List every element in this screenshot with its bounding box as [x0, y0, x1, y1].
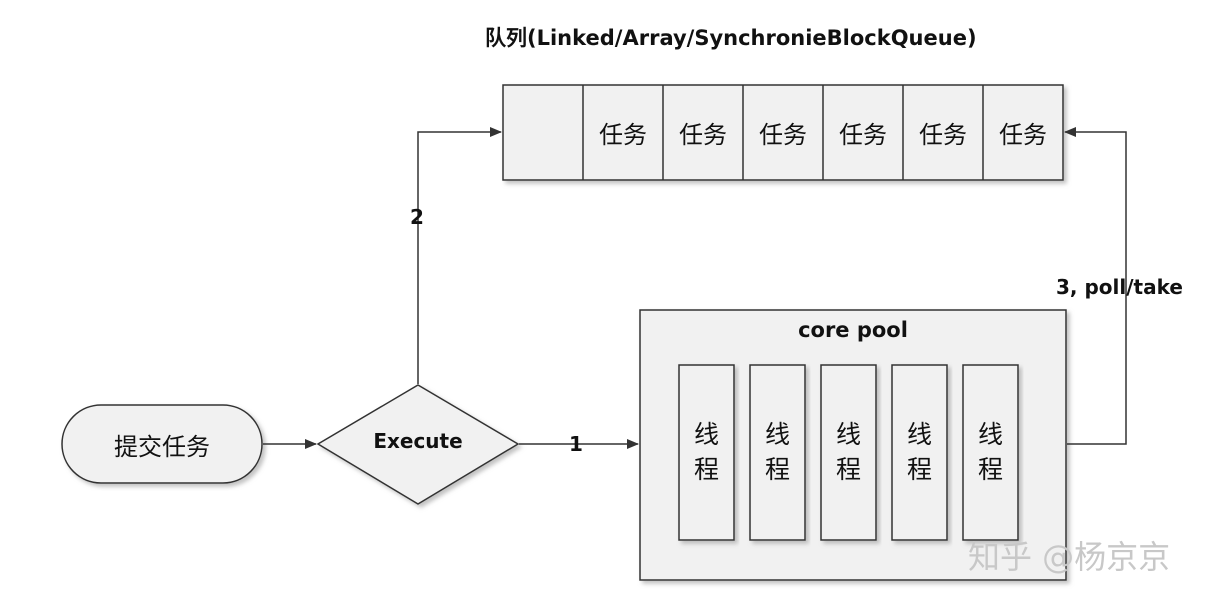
execute-decision-node [316, 384, 520, 505]
core-pool-title: core pool [798, 318, 908, 342]
thread-label: 线 程 [679, 365, 734, 540]
thread-char: 线 [906, 420, 932, 449]
edge-label-2: 2 [410, 205, 424, 229]
thread-char: 程 [693, 455, 719, 484]
edge-execute-to-queue [417, 127, 502, 384]
thread-char: 线 [693, 420, 719, 449]
queue-cell-task: 任务 [679, 121, 727, 149]
queue-cell-task: 任务 [759, 121, 807, 149]
thread-char: 程 [906, 455, 932, 484]
thread-char: 线 [764, 420, 790, 449]
queue-cell-task: 任务 [839, 121, 887, 149]
queue-box [502, 84, 1064, 181]
thread-label: 线 程 [750, 365, 805, 540]
thread-char: 程 [977, 455, 1003, 484]
queue-title: 队列(Linked/Array/SynchronieBlockQueue) [485, 26, 977, 50]
thread-label: 线 程 [821, 365, 876, 540]
thread-char: 程 [764, 455, 790, 484]
thread-boxes [678, 364, 1019, 541]
queue-cell-empty [503, 85, 583, 180]
queue-cell-task: 任务 [999, 121, 1047, 149]
thread-char: 线 [835, 420, 861, 449]
watermark: 知乎 @杨京京 [968, 538, 1171, 576]
execute-label: Execute [373, 429, 463, 453]
thread-char: 线 [977, 420, 1003, 449]
thread-char: 程 [835, 455, 861, 484]
queue-cell-task: 任务 [599, 121, 647, 149]
thread-label: 线 程 [963, 365, 1018, 540]
edge-label-poll-take: 3, poll/take [1056, 275, 1183, 299]
submit-task-label: 提交任务 [114, 432, 210, 461]
submit-task-node [61, 404, 263, 484]
edge-label-1: 1 [569, 432, 583, 456]
queue-cell-task: 任务 [919, 121, 967, 149]
thread-label: 线 程 [892, 365, 947, 540]
edge-pool-poll-queue [1064, 127, 1127, 445]
